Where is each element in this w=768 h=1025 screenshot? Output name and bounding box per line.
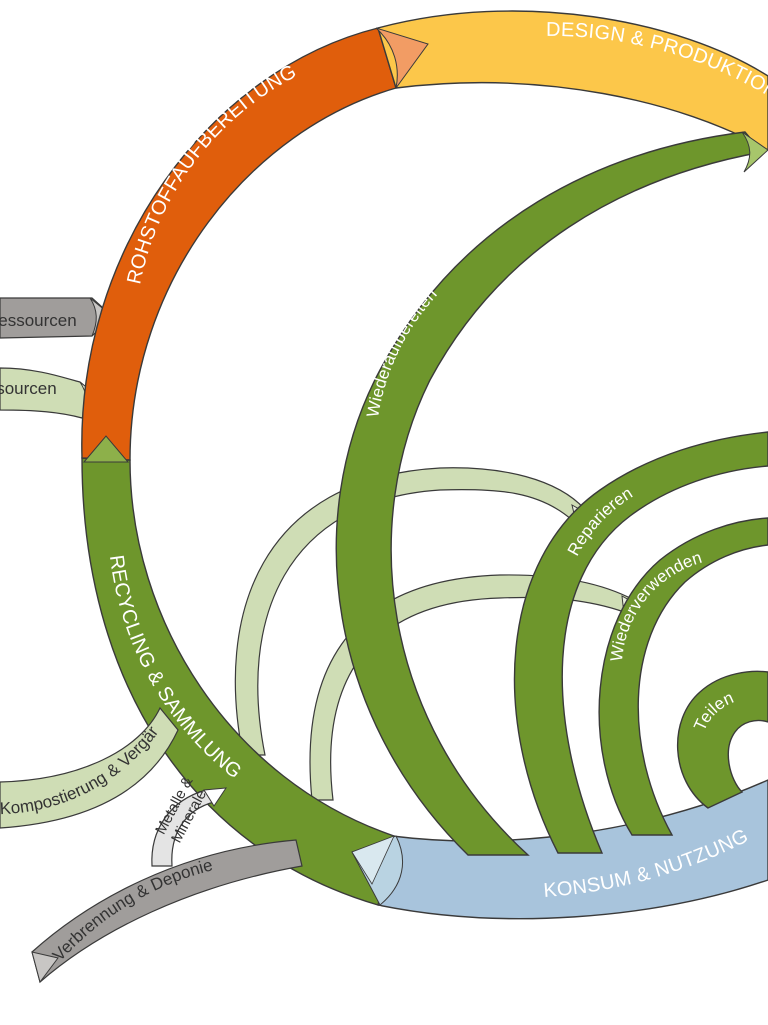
raw-to-design-tip — [375, 27, 429, 89]
inputs: Ressourcen Ressourcen — [0, 297, 113, 419]
loop-reuse — [598, 517, 768, 836]
stage-raw-band — [81, 27, 397, 461]
outputs — [0, 706, 303, 984]
output-composting — [0, 706, 179, 829]
output-incineration-head — [31, 951, 59, 984]
input-label-primary: Ressourcen — [0, 311, 77, 330]
stage-design-band — [377, 10, 768, 151]
loop-share — [676, 670, 768, 809]
input-label-secondary: Ressourcen — [0, 379, 57, 398]
recycling-to-consumption-head — [351, 835, 395, 885]
loop-remanufacture-head — [741, 131, 768, 173]
output-metals-head — [203, 787, 227, 807]
inner-loops — [335, 131, 768, 856]
loop-repair — [513, 431, 768, 854]
raw-start-head — [82, 435, 130, 463]
